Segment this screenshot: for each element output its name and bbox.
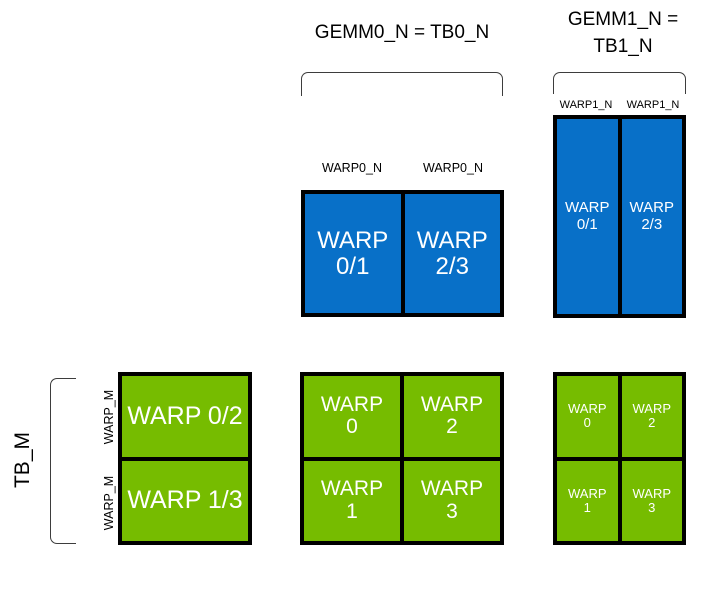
gemm1-blue-cell-line2: 0/1 [576,215,598,233]
green-left-cell[interactable]: WARP 0/2 [122,376,248,457]
green-right-cell[interactable]: WARP 0 [557,376,618,457]
tb-m-bracket [50,378,76,544]
gemm0-blue-cell[interactable]: WARP 0/1 [305,194,401,313]
warp-m-label-bottom: WARP_M [102,475,116,531]
green-right-cell-line1: WARP [567,401,607,417]
gemm1-blue-cell-line1: WARP [629,199,674,217]
gemm0-span-bracket [301,72,503,96]
green-middle-cell-line2: 0 [346,415,358,439]
green-right-cell-line2: 2 [648,415,656,431]
green-middle-cell-line1: WARP [320,392,384,416]
gemm1-title-line2: TB1_N [593,36,653,57]
gemm1-blue-cell[interactable]: WARP 0/1 [557,119,618,314]
green-right-cell[interactable]: WARP 3 [621,460,682,541]
green-right-cell[interactable]: WARP 2 [621,376,682,457]
warp0-n-label-right: WARP0_N [423,161,483,175]
gemm0-blue-cell-line1: WARP [317,226,389,254]
warp0-n-label-left: WARP0_N [322,161,382,175]
gemm1-span-bracket [553,72,686,94]
green-right-cell-line1: WARP [632,401,672,417]
gemm1-blue-block: WARP 0/1 WARP 2/3 [553,115,686,318]
gemm0-blue-cell[interactable]: WARP 2/3 [404,194,500,313]
green-middle-cell-line2: 1 [346,499,358,523]
green-middle-cell-line1: WARP [420,392,484,416]
green-middle-cell[interactable]: WARP 0 [304,376,400,457]
green-middle-cell[interactable]: WARP 3 [404,460,500,541]
warp-m-label-top: WARP_M [102,389,116,445]
green-right-cell-line1: WARP [567,485,607,501]
green-right-block: WARP 0 WARP 2 WARP 1 WARP 3 [553,372,686,545]
green-right-cell-line2: 1 [583,499,591,515]
tb-m-label: TB_M [11,432,34,489]
green-middle-cell-line2: 2 [446,415,458,439]
gemm0-blue-cell-line1: WARP [416,226,488,254]
green-right-cell-line2: 3 [648,499,656,515]
gemm1-blue-cell[interactable]: WARP 2/3 [621,119,682,314]
gemm1-title-line1: GEMM1_N = [567,9,679,30]
green-middle-cell-line1: WARP [420,477,484,501]
warp1-n-label-left: WARP1_N [559,99,613,111]
green-right-cell-line2: 0 [583,415,591,431]
green-middle-cell[interactable]: WARP 2 [404,376,500,457]
green-right-cell[interactable]: WARP 1 [557,460,618,541]
green-right-cell-line1: WARP [632,485,672,501]
green-middle-block: WARP 0 WARP 2 WARP 1 WARP 3 [300,372,504,545]
green-left-block: WARP 0/2 WARP 1/3 [118,372,252,545]
gemm0-blue-cell-line2: 0/1 [336,252,370,280]
gemm0-blue-cell-line2: 2/3 [435,252,469,280]
green-middle-cell[interactable]: WARP 1 [304,460,400,541]
green-left-cell[interactable]: WARP 1/3 [122,460,248,541]
gemm1-blue-cell-line2: 2/3 [641,215,663,233]
gemm1-blue-cell-line1: WARP [565,199,610,217]
gemm0-title: GEMM0_N = TB0_N [314,22,490,43]
green-middle-cell-line1: WARP [320,477,384,501]
warp1-n-label-right: WARP1_N [626,99,680,111]
gemm0-blue-block: WARP 0/1 WARP 2/3 [301,190,504,317]
gemm1-title: GEMM1_N = TB1_N [553,6,693,60]
green-middle-cell-line2: 3 [446,499,458,523]
